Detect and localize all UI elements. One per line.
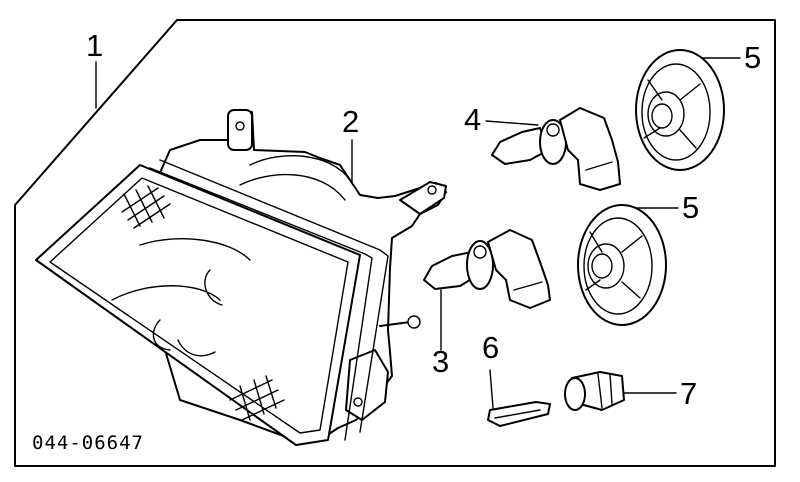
leader-lines	[95, 57, 741, 409]
bulb-4	[491, 107, 621, 191]
assembly-frame	[14, 19, 776, 467]
callout-5-lower: 5	[682, 190, 700, 225]
callout-5-upper: 5	[744, 40, 762, 75]
headlight-lens	[35, 159, 389, 446]
socket-cover-5-lower	[577, 204, 667, 326]
bulb-7	[564, 371, 625, 411]
callout-2: 2	[342, 104, 360, 139]
callout-6: 6	[482, 330, 500, 365]
callout-7: 7	[680, 376, 698, 411]
callout-3: 3	[432, 344, 450, 379]
callout-4: 4	[464, 102, 482, 137]
part-code: 044-06647	[32, 432, 144, 454]
callout-1: 1	[86, 28, 104, 63]
socket-cover-5-upper	[635, 49, 725, 171]
bulb-3	[423, 229, 551, 309]
spring-clip-6	[487, 401, 551, 427]
